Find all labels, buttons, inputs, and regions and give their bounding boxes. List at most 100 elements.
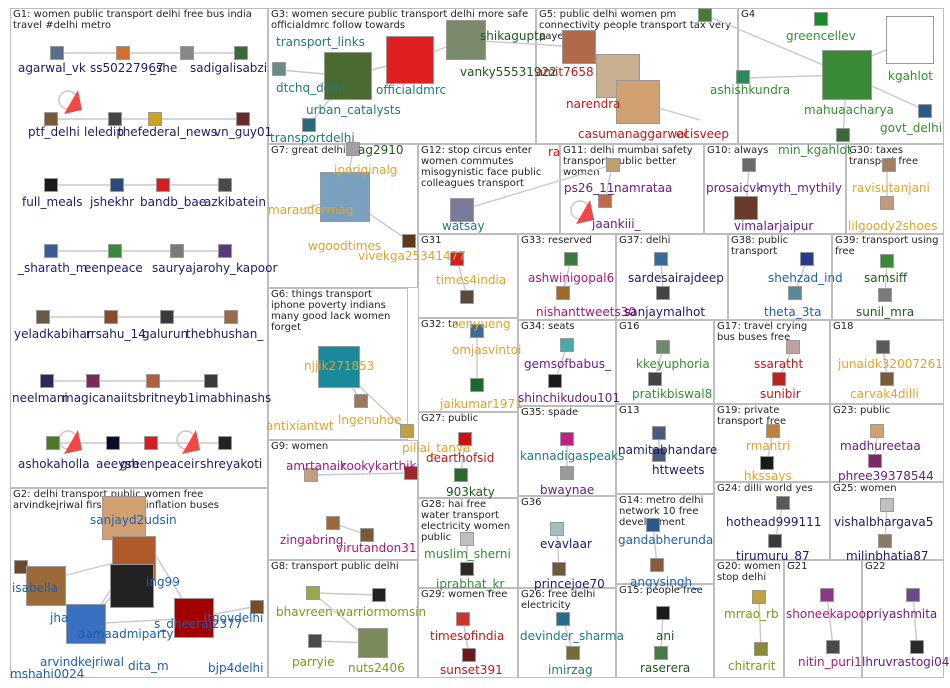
avatar[interactable]	[450, 198, 474, 222]
node-label[interactable]: vivekga25341477	[358, 249, 466, 263]
node-label[interactable]: sanjaymalhot	[624, 305, 706, 319]
node-label[interactable]: govt_delhi	[880, 121, 943, 135]
node-label[interactable]: princejoe70	[534, 577, 605, 591]
avatar[interactable]	[104, 310, 118, 324]
avatar[interactable]	[870, 424, 884, 438]
node-label[interactable]: ing99	[146, 575, 180, 589]
avatar[interactable]	[616, 80, 660, 124]
node-label[interactable]: ag2910	[358, 143, 404, 157]
node-label[interactable]: aamaadmiparty	[78, 627, 174, 641]
node-label[interactable]: bhavreen	[276, 605, 333, 619]
node-label[interactable]: parryie	[292, 655, 335, 669]
node-label[interactable]: ashwinigopal6	[528, 271, 615, 285]
node-label[interactable]: 903katy	[446, 485, 495, 499]
node-label[interactable]: jaikumar1971	[440, 397, 523, 411]
avatar[interactable]	[800, 252, 814, 266]
avatar[interactable]	[646, 518, 660, 532]
node-label[interactable]: sunibir	[760, 387, 801, 401]
avatar[interactable]	[826, 640, 840, 654]
node-label[interactable]: officialdmrc	[376, 83, 447, 97]
node-label[interactable]: theta_3ta	[764, 305, 822, 319]
avatar[interactable]	[548, 374, 562, 388]
node-label[interactable]: madhureetaa	[840, 439, 921, 453]
avatar[interactable]	[354, 394, 368, 408]
avatar[interactable]	[46, 436, 60, 450]
node-label[interactable]: lhruvrastogi04	[862, 655, 950, 669]
node-label[interactable]: neelmani	[12, 391, 68, 405]
avatar[interactable]	[868, 454, 882, 468]
avatar[interactable]	[360, 528, 374, 542]
node-label[interactable]: mshahi0024	[10, 667, 85, 681]
node-label[interactable]: vanky55531922	[460, 65, 557, 79]
avatar[interactable]	[44, 112, 58, 126]
node-label[interactable]: nitin_puri1	[798, 655, 862, 669]
avatar[interactable]	[606, 158, 620, 172]
node-label[interactable]: kannadigaspeaks	[520, 449, 625, 463]
node-label[interactable]: transport_links	[276, 35, 365, 49]
avatar[interactable]	[820, 588, 834, 602]
avatar[interactable]	[698, 8, 712, 22]
node-label[interactable]: lilgoody2shoes	[848, 219, 938, 233]
avatar[interactable]	[174, 598, 214, 638]
node-label[interactable]: aeeysh	[96, 457, 140, 471]
node-label[interactable]: narendra	[566, 97, 621, 111]
node-label[interactable]: lngenuhoe	[338, 413, 402, 427]
node-label[interactable]: yeladkabihar	[14, 327, 92, 341]
node-label[interactable]: httweets	[652, 463, 705, 477]
node-label[interactable]: s_dheeraj2377	[154, 617, 243, 631]
node-label[interactable]: min_kgahlot	[778, 143, 852, 157]
avatar[interactable]	[768, 534, 782, 548]
avatar[interactable]	[560, 466, 574, 480]
avatar[interactable]	[656, 340, 670, 354]
avatar[interactable]	[358, 628, 388, 658]
node-label[interactable]: senyueng	[452, 317, 511, 331]
avatar[interactable]	[400, 424, 414, 438]
avatar[interactable]	[556, 286, 570, 300]
node-label[interactable]: chitrarit	[728, 659, 776, 673]
avatar[interactable]	[346, 142, 360, 156]
node-label[interactable]: ssaratht	[754, 357, 804, 371]
avatar[interactable]	[326, 516, 340, 530]
node-label[interactable]: transportdelhi	[270, 131, 355, 145]
avatar[interactable]	[218, 436, 232, 450]
avatar[interactable]	[776, 496, 790, 510]
node-label[interactable]: leledip	[84, 125, 125, 139]
avatar[interactable]	[160, 310, 174, 324]
avatar[interactable]	[204, 374, 218, 388]
avatar[interactable]	[786, 340, 800, 354]
avatar[interactable]	[736, 70, 750, 84]
avatar[interactable]	[654, 252, 668, 266]
avatar[interactable]	[462, 648, 476, 662]
avatar[interactable]	[146, 374, 160, 388]
node-label[interactable]: kookykarthik	[340, 459, 417, 473]
avatar[interactable]	[772, 372, 786, 386]
node-label[interactable]: rrsahu_14	[86, 327, 146, 341]
node-label[interactable]: priyashmita	[866, 607, 938, 621]
node-label[interactable]: gandabherunda	[618, 533, 714, 547]
node-label[interactable]: iporiginalg	[334, 163, 398, 177]
avatar[interactable]	[272, 62, 286, 76]
node-label[interactable]: bandb_bae	[140, 195, 207, 209]
node-label[interactable]: shreyakoti	[200, 457, 263, 471]
node-label[interactable]: itsbritney	[124, 391, 181, 405]
avatar[interactable]	[766, 424, 780, 438]
node-label[interactable]: devinder_sharma	[520, 629, 624, 643]
node-label[interactable]: omjasvintoi	[452, 343, 522, 357]
avatar[interactable]	[880, 498, 894, 512]
node-label[interactable]: _she	[150, 61, 178, 75]
node-label[interactable]: carvak4dilli	[850, 387, 919, 401]
avatar[interactable]	[86, 374, 100, 388]
node-label[interactable]: warriormomsin	[336, 605, 427, 619]
node-label[interactable]: eenpeace	[84, 261, 143, 275]
node-label[interactable]: dearthofsid	[426, 451, 495, 465]
node-label[interactable]: virutandon31	[336, 541, 417, 555]
avatar[interactable]	[556, 612, 570, 626]
node-label[interactable]: myth_mythily	[760, 181, 842, 195]
node-label[interactable]: ashishkundra	[710, 83, 791, 97]
avatar[interactable]	[50, 46, 64, 60]
avatar[interactable]	[880, 372, 894, 386]
avatar[interactable]	[876, 340, 890, 354]
node-label[interactable]: bjp4delhi	[208, 661, 264, 675]
avatar[interactable]	[656, 606, 670, 620]
avatar[interactable]	[26, 566, 66, 606]
